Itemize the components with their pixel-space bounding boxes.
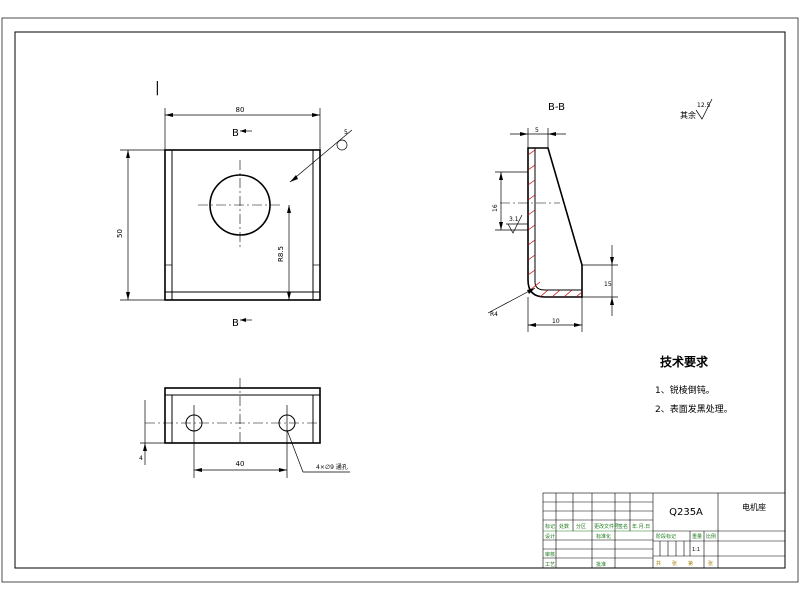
view-mark: | xyxy=(155,80,160,96)
row-approve: 批准 xyxy=(596,561,606,568)
part-name: 电机座 xyxy=(742,502,766,512)
header-signature: 签名 xyxy=(618,523,628,530)
surface-finish-value: 12.5 xyxy=(697,102,711,109)
front-view: 40 4 4×∅9 通孔 xyxy=(139,378,350,478)
inner-frame xyxy=(14,31,786,569)
section-view: B-B 5 xyxy=(487,102,618,332)
weight-label: 重量 xyxy=(692,533,702,540)
height-dimension: 50 xyxy=(116,229,124,238)
width-dimension: 80 xyxy=(236,106,245,114)
scale-value: 1:1 xyxy=(692,547,700,553)
section-label-top: B xyxy=(232,128,239,139)
header-zone: 分区 xyxy=(576,523,586,530)
tech-req-item-2: 2、表面发黑处理。 xyxy=(655,403,733,415)
section-hole-dim: 16 xyxy=(492,204,499,212)
sheet-total-label: 共 xyxy=(656,560,661,567)
holes-leader xyxy=(286,429,304,473)
scale-label: 比例 xyxy=(706,533,716,540)
roughness-symbol xyxy=(507,214,523,234)
section-bend-dim: 3.1 xyxy=(509,216,519,223)
tech-req-item-1: 1、锐棱倒钝。 xyxy=(655,384,715,396)
section-title: B-B xyxy=(548,102,565,113)
sheet-num-unit: 张 xyxy=(708,560,713,567)
section-label-bottom: B xyxy=(232,318,239,329)
front-view-outline xyxy=(164,387,321,444)
row-design: 设计 xyxy=(545,533,555,540)
row-review: 审核 xyxy=(545,551,555,558)
section-profile xyxy=(527,147,583,298)
outer-border xyxy=(1,17,799,583)
section-hatching xyxy=(527,149,583,298)
thickness-dimension: 4 xyxy=(139,455,143,462)
row-process: 工艺 xyxy=(545,562,555,568)
sheet-total-unit: 张 xyxy=(672,560,677,567)
holes-note: 4×∅9 通孔 xyxy=(316,463,348,471)
top-view: | 80 50 R8.5 5 xyxy=(116,80,353,329)
header-change-doc: 更改文件号 xyxy=(594,523,619,530)
technical-requirements: 技术要求 1、锐棱倒钝。 2、表面发黑处理。 xyxy=(655,354,733,415)
surface-finish-symbol xyxy=(695,98,713,120)
radius-leader xyxy=(487,287,536,314)
title-block-frame xyxy=(542,492,786,569)
header-mark: 标记 xyxy=(545,523,555,530)
hole-dimension: R8.5 xyxy=(277,246,285,262)
top-view-outline xyxy=(164,149,321,301)
weld-symbol xyxy=(336,139,348,151)
section-right-dim: 15 xyxy=(604,281,612,288)
sheet-num-label: 第 xyxy=(688,560,693,567)
surface-finish-note: 其余 12.5 xyxy=(680,98,713,120)
section-foot-dim: 10 xyxy=(552,318,560,325)
stage-mark: 阶段标记 xyxy=(656,533,676,540)
weld-dimension: 5 xyxy=(344,129,348,136)
title-block: Q235A 电机座 标记 处数 分区 更改文件号 签名 年.月.日 设计 审核 … xyxy=(542,492,786,569)
tech-req-title: 技术要求 xyxy=(660,354,709,369)
weld-leader xyxy=(289,139,341,183)
header-count: 处数 xyxy=(559,523,569,530)
surface-finish-prefix: 其余 xyxy=(680,110,696,120)
row-standard: 标准化 xyxy=(596,533,611,540)
spacing-dimension: 40 xyxy=(236,460,245,468)
material: Q235A xyxy=(669,507,703,518)
section-top-dim: 5 xyxy=(535,127,539,134)
header-date: 年.月.日 xyxy=(632,523,650,530)
section-radius-dim: R4 xyxy=(490,311,498,318)
